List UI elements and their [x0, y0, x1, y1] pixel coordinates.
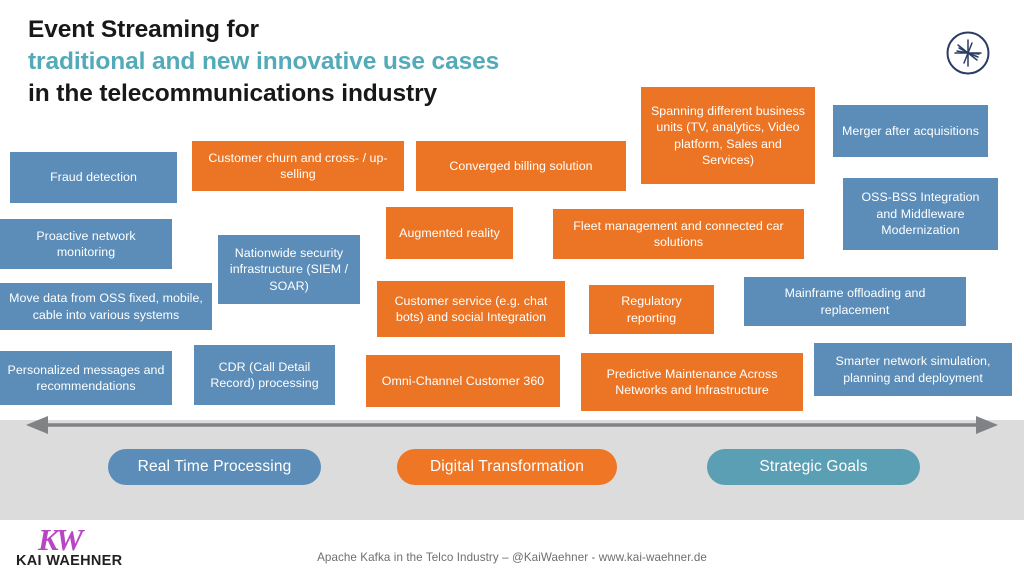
kai-waehner-logo: KW KAI WAEHNER [16, 524, 144, 570]
use-case-box-mainframe-offloading[interactable]: Mainframe offloading and replacement [744, 277, 966, 326]
use-case-box-converged-billing[interactable]: Converged billing solution [416, 141, 626, 191]
use-case-box-label: Predictive Maintenance Across Networks a… [606, 366, 778, 398]
use-case-box-proactive-monitoring[interactable]: Proactive network monitoring [0, 219, 172, 269]
use-case-box-omni-channel-360[interactable]: Omni-Channel Customer 360 [366, 355, 560, 407]
use-case-box-label: CDR (Call Detail Record) processing [210, 359, 319, 391]
use-case-box-label: Fraud detection [50, 170, 137, 185]
legend-pill-real-time-processing[interactable]: Real Time Processing [108, 449, 321, 485]
legend-pill-strategic-goals[interactable]: Strategic Goals [707, 449, 920, 485]
logo-wordmark: KAI WAEHNER [16, 553, 123, 569]
page-title-line-2: traditional and new innovative use cases [28, 47, 500, 75]
use-case-box-label: Proactive network monitoring [36, 228, 136, 260]
use-case-box-merger-after-acq[interactable]: Merger after acquisitions [833, 105, 988, 157]
use-case-box-cdr-processing[interactable]: CDR (Call Detail Record) processing [194, 345, 335, 405]
double-headed-arrow-icon [26, 413, 998, 437]
use-case-box-augmented-reality[interactable]: Augmented reality [386, 207, 513, 259]
use-case-box-label: Spanning different business units (TV, a… [650, 103, 806, 168]
use-case-box-label: Nationwide security infrastructure (SIEM… [229, 245, 349, 293]
legend-pill-label: Digital Transformation [429, 458, 585, 475]
use-case-box-label: Mainframe offloading and replacement [784, 286, 926, 317]
use-case-box-label: Augmented reality [399, 225, 500, 240]
use-case-box-label: Merger after acquisitions [842, 123, 979, 138]
use-case-box-label: OSS-BSS Integration and Middleware Moder… [861, 190, 980, 238]
legend-pill-label: Strategic Goals [759, 458, 868, 475]
footer-attribution: Apache Kafka in the Telco Industry – @Ka… [317, 551, 707, 564]
use-case-box-predictive-maintenance[interactable]: Predictive Maintenance Across Networks a… [581, 353, 803, 411]
page-title-line-3: in the telecommunications industry [28, 79, 438, 107]
use-case-box-regulatory-reporting[interactable]: Regulatory reporting [589, 285, 714, 334]
confluent-starburst-logo-icon [946, 31, 990, 75]
logo-monogram: KW [38, 522, 83, 557]
use-case-box-customer-churn[interactable]: Customer churn and cross- / up-selling [192, 141, 404, 191]
page-title: Event Streaming for traditional and new … [28, 14, 648, 110]
use-case-box-label: Fleet management and connected car solut… [573, 218, 784, 250]
use-case-box-label: Smarter network simulation, planning and… [835, 354, 991, 385]
use-case-box-fleet-management[interactable]: Fleet management and connected car solut… [553, 209, 804, 259]
use-case-box-label: Customer churn and cross- / up-selling [208, 150, 388, 182]
use-case-box-label: Omni-Channel Customer 360 [381, 373, 545, 388]
use-case-box-fraud-detection[interactable]: Fraud detection [10, 152, 177, 203]
use-case-box-customer-service-bots[interactable]: Customer service (e.g. chat bots) and so… [377, 281, 565, 337]
legend-pill-label: Real Time Processing [137, 458, 292, 475]
use-case-box-nationwide-security[interactable]: Nationwide security infrastructure (SIEM… [218, 235, 360, 304]
use-case-box-personalized-messages[interactable]: Personalized messages and recommendation… [0, 351, 172, 405]
use-case-box-label: Regulatory reporting [621, 294, 682, 325]
page-title-line-1: Event Streaming for [28, 16, 259, 43]
use-case-box-label: Move data from OSS fixed, mobile, cable … [9, 291, 203, 322]
use-case-box-smarter-network-sim[interactable]: Smarter network simulation, planning and… [814, 343, 1012, 396]
use-case-box-spanning-business-units[interactable]: Spanning different business units (TV, a… [641, 87, 815, 184]
use-case-box-label: Personalized messages and recommendation… [7, 362, 165, 394]
use-case-box-label: Converged billing solution [449, 158, 593, 173]
use-case-box-label: Customer service (e.g. chat bots) and so… [394, 293, 548, 325]
use-case-box-move-data-oss[interactable]: Move data from OSS fixed, mobile, cable … [0, 283, 212, 330]
legend-pill-digital-transformation[interactable]: Digital Transformation [397, 449, 617, 485]
use-case-box-oss-bss-integration[interactable]: OSS-BSS Integration and Middleware Moder… [843, 178, 998, 250]
